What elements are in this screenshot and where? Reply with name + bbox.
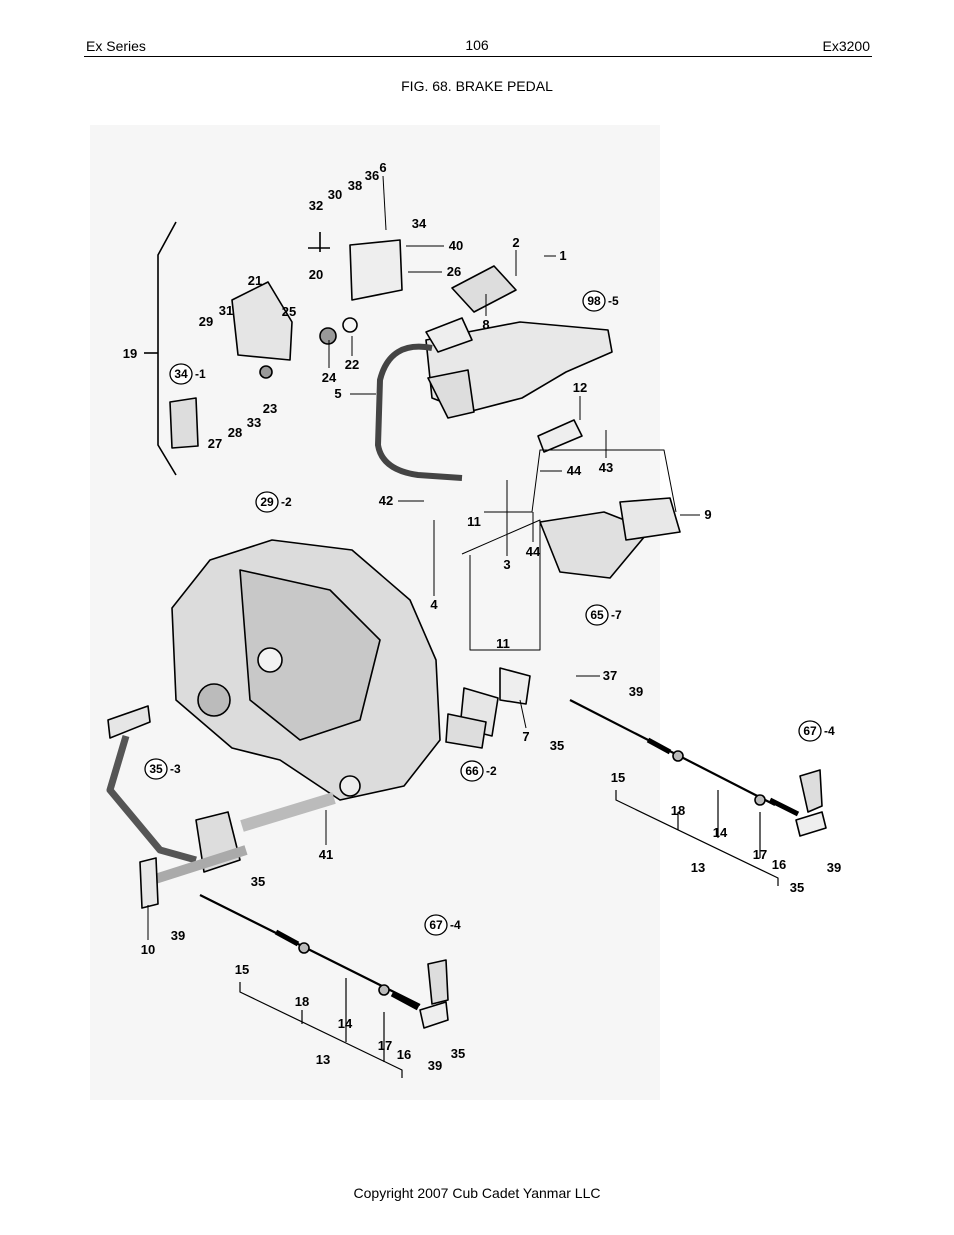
callout-40: 40 <box>449 238 463 253</box>
callout-5: 5 <box>334 386 341 401</box>
callout-34: 34 <box>412 216 427 231</box>
ref-circle-34 <box>169 363 193 385</box>
callout-38: 38 <box>348 178 362 193</box>
callout-10: 10 <box>141 942 155 957</box>
ref-67-lower: 67 <box>429 918 443 932</box>
callout-22: 22 <box>345 357 359 372</box>
callout-28: 28 <box>228 425 242 440</box>
header-rule <box>84 56 872 57</box>
callout-29: 29 <box>199 314 213 329</box>
callout-16-lower: 16 <box>397 1047 411 1062</box>
ref-circle-29 <box>255 491 279 513</box>
callout-4: 4 <box>430 597 438 612</box>
header-series: Ex Series <box>86 38 146 54</box>
callout-17-right: 17 <box>753 847 767 862</box>
callout-15-lower: 15 <box>235 962 249 977</box>
callout-19: 19 <box>123 346 137 361</box>
ref-65: 65 <box>590 608 604 622</box>
callout-7: 7 <box>522 729 529 744</box>
ref-35-suffix: -3 <box>170 762 181 776</box>
ref-66-suffix: -2 <box>486 764 497 778</box>
copyright-footer: Copyright 2007 Cub Cadet Yanmar LLC <box>353 1185 601 1201</box>
callout-31: 31 <box>219 303 233 318</box>
callout-33: 33 <box>247 415 261 430</box>
ref-66: 66 <box>465 764 479 778</box>
ref-34: 34 <box>174 367 188 381</box>
callout-9: 9 <box>704 507 711 522</box>
page-number: 106 <box>465 37 489 53</box>
header-model: Ex3200 <box>822 38 870 54</box>
callout-41: 41 <box>319 847 333 862</box>
part-shapes <box>106 221 827 1078</box>
callout-23: 23 <box>263 401 277 416</box>
ref-35: 35 <box>149 762 163 776</box>
ref-67-right-suffix: -4 <box>824 724 835 738</box>
ref-29-suffix: -2 <box>281 495 292 509</box>
callout-13-lower: 13 <box>316 1052 330 1067</box>
callout-3: 3 <box>503 557 510 572</box>
callout-35-d: 35 <box>451 1046 465 1061</box>
ref-circle-35 <box>144 758 168 780</box>
ref-29: 29 <box>260 495 274 509</box>
callout-13-right: 13 <box>691 860 705 875</box>
ref-67-lower-suffix: -4 <box>450 918 461 932</box>
ref-67-right: 67 <box>803 724 817 738</box>
ref-circle-98 <box>582 290 606 312</box>
callout-26: 26 <box>447 264 461 279</box>
callout-39-b: 39 <box>827 860 841 875</box>
callout-15-right: 15 <box>611 770 625 785</box>
callout-43: 43 <box>599 460 613 475</box>
callout-17-lower: 17 <box>378 1038 392 1053</box>
ref-circle-66 <box>460 760 484 782</box>
callout-35-b: 35 <box>251 874 265 889</box>
callout-21: 21 <box>248 273 262 288</box>
callout-37: 37 <box>603 668 617 683</box>
callout-8: 8 <box>482 317 489 332</box>
circled-ref-text: 98 34 29 65 66 67 35 67 <box>149 294 817 932</box>
callout-14-lower: 14 <box>338 1016 353 1031</box>
callout-24: 24 <box>322 370 337 385</box>
figure-title: FIG. 68. BRAKE PEDAL <box>401 78 553 94</box>
ref-65-suffix: -7 <box>611 608 622 622</box>
ref-98-suffix: -5 <box>608 294 619 308</box>
callout-16-right: 16 <box>772 857 786 872</box>
callout-35-a: 35 <box>550 738 564 753</box>
leader-lines <box>147 175 700 940</box>
ref-circle-67-lower <box>424 914 448 936</box>
callout-30: 30 <box>328 187 342 202</box>
callout-25: 25 <box>282 304 296 319</box>
callout-39-c: 39 <box>171 928 185 943</box>
callout-20: 20 <box>309 267 323 282</box>
callout-6: 6 <box>379 160 386 175</box>
circled-refs <box>144 290 822 936</box>
callout-27: 27 <box>208 436 222 451</box>
callout-39-a: 39 <box>629 684 643 699</box>
callout-11-lower: 11 <box>496 636 510 651</box>
callout-44-lower: 44 <box>526 544 541 559</box>
callout-1: 1 <box>559 248 566 263</box>
callout-44-upper: 44 <box>567 463 582 478</box>
ref-34-suffix: -1 <box>195 367 206 381</box>
callout-32: 32 <box>309 198 323 213</box>
callout-35-c: 35 <box>790 880 804 895</box>
ref-circle-65 <box>585 604 609 626</box>
callout-2: 2 <box>512 235 519 250</box>
callout-11-upper: 11 <box>467 514 481 529</box>
callout-42: 42 <box>379 493 393 508</box>
callout-18-right: 18 <box>671 803 685 818</box>
callout-18-lower: 18 <box>295 994 309 1009</box>
ref-98: 98 <box>587 294 601 308</box>
callout-36: 36 <box>365 168 379 183</box>
callout-14-right: 14 <box>713 825 728 840</box>
callout-labels: 1 2 3 4 5 6 7 8 9 10 11 11 12 13 13 14 1… <box>123 160 841 1073</box>
callout-39-d: 39 <box>428 1058 442 1073</box>
circled-ref-suffix: -5 -1 -2 -7 -2 -4 -3 -4 <box>170 294 835 932</box>
callout-12: 12 <box>573 380 587 395</box>
ref-circle-67-right <box>798 720 822 742</box>
